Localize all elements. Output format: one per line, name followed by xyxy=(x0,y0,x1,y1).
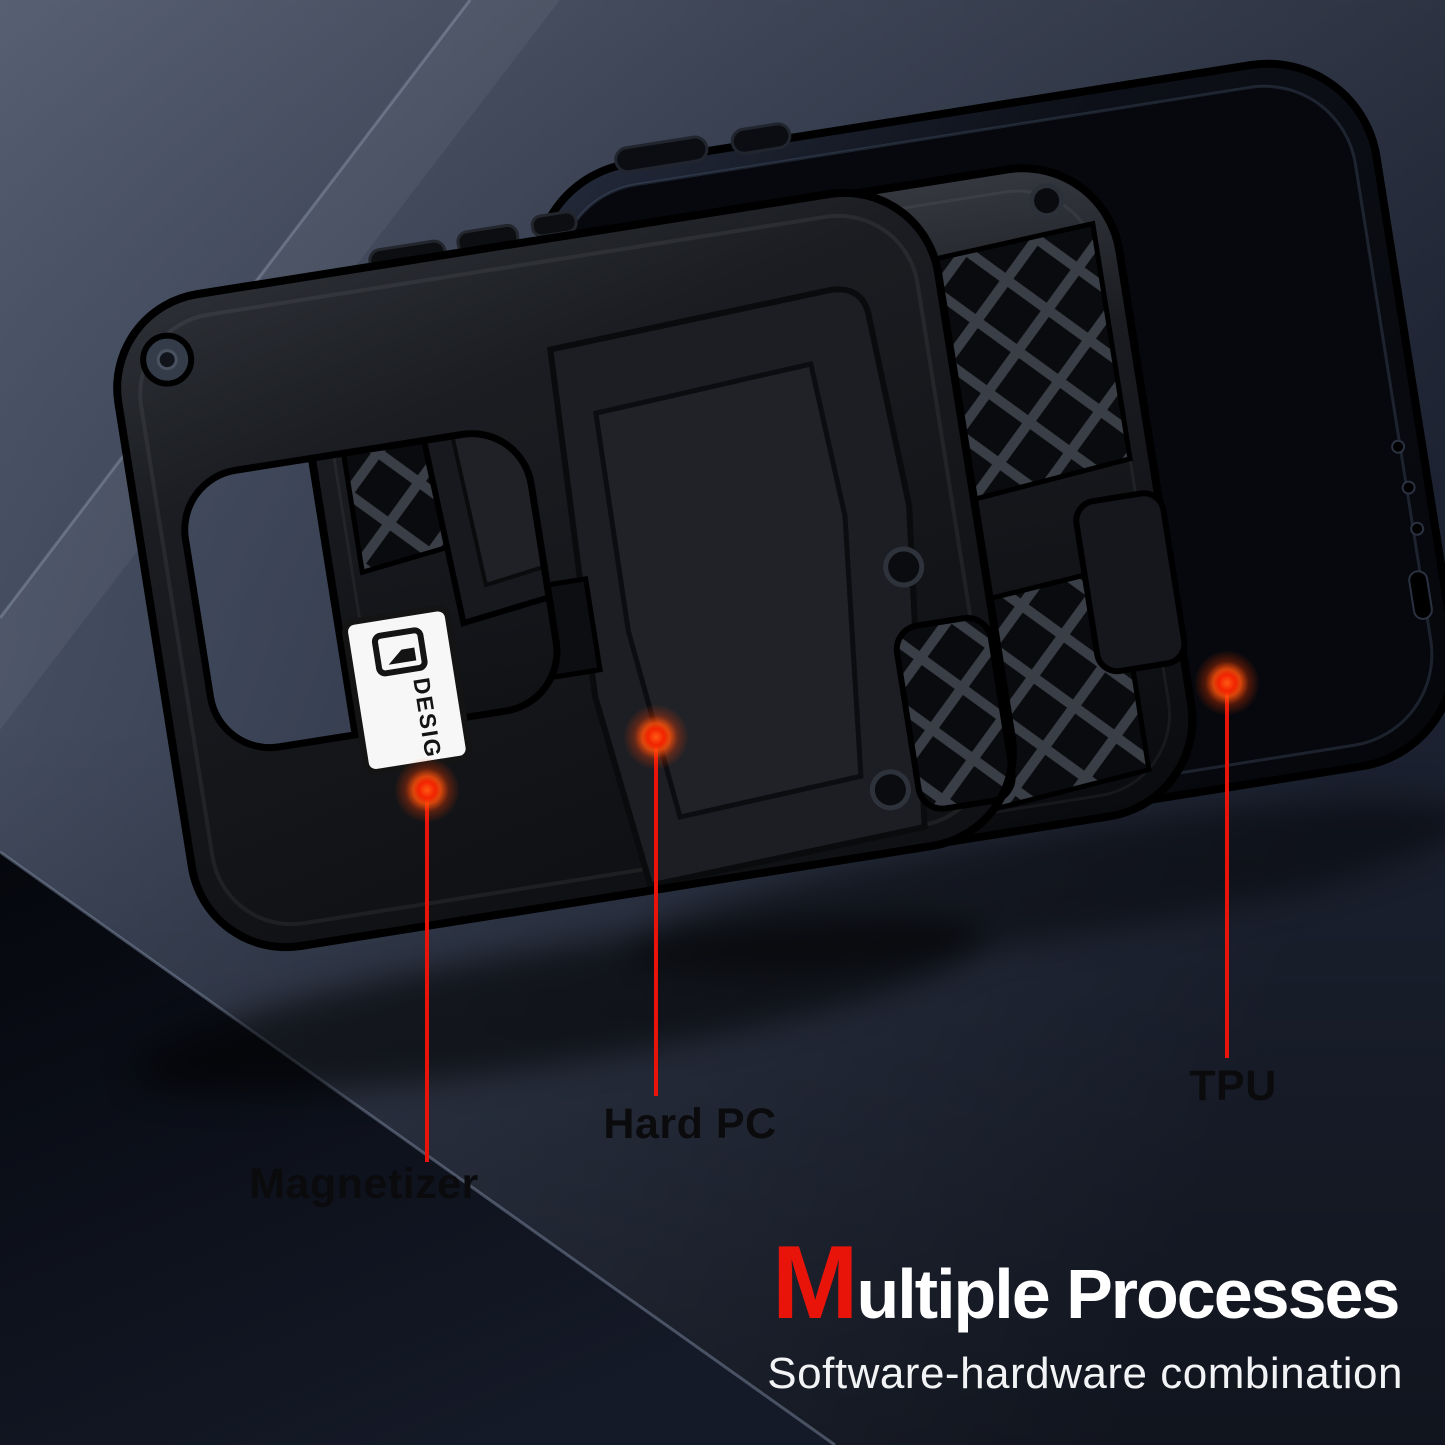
shell-screw xyxy=(1029,183,1065,219)
callout-line-tpu xyxy=(1225,683,1229,1058)
phone-power-button xyxy=(730,122,792,155)
callout-line-hard-pc xyxy=(654,737,658,1096)
title-block: Multiple Processes Software-hardware com… xyxy=(767,1231,1403,1399)
product-subtitle: Software-hardware combination xyxy=(767,1349,1403,1398)
title-rest: ultiple Processes xyxy=(856,1255,1401,1333)
callout-label-hard-pc: Hard PC xyxy=(603,1100,777,1148)
table-edge-line xyxy=(0,850,836,1445)
design-badge: DESIGN xyxy=(342,605,472,779)
cover-screw xyxy=(869,769,911,811)
callout-dot-hard-pc xyxy=(624,705,688,769)
phone-volume-button xyxy=(614,135,709,174)
title-lead-letter: M xyxy=(771,1225,859,1341)
callout-label-magnetizer: Magnetizer xyxy=(249,1160,479,1208)
badge-logo-icon xyxy=(388,647,417,665)
cover-screw xyxy=(883,546,925,588)
shell-side-clip xyxy=(1073,490,1188,675)
callout-line-magnetizer xyxy=(425,790,429,1162)
front-cover-layer: DESIGN xyxy=(113,188,1017,952)
callout-dot-magnetizer xyxy=(395,758,459,822)
product-title: Multiple Processes xyxy=(767,1231,1403,1335)
callout-dot-tpu xyxy=(1195,651,1259,715)
callout-label-tpu: TPU xyxy=(1189,1062,1277,1110)
table-front-edge xyxy=(0,852,835,1445)
case-shadows xyxy=(135,798,1445,1094)
phone-port-detail xyxy=(1391,439,1433,620)
cover-slot-cutout xyxy=(893,614,1016,812)
